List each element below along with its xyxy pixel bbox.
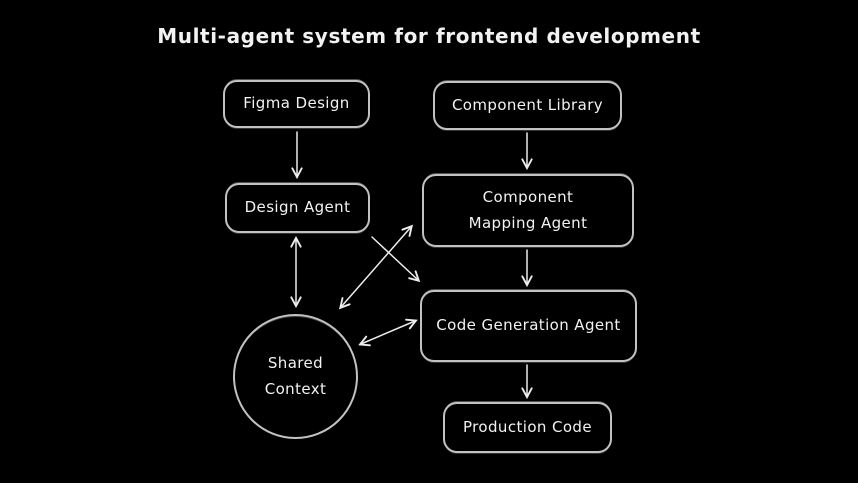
node-component-library-label: Component Library bbox=[451, 95, 604, 114]
node-code-generation-agent-label: Code Generation Agent bbox=[436, 316, 621, 335]
node-component-library: Component Library bbox=[433, 81, 622, 130]
edge-shared-context-code-generation-agent-bidirectional bbox=[358, 318, 418, 347]
node-component-mapping-agent: Component Mapping Agent bbox=[422, 174, 634, 247]
node-code-generation-agent: Code Generation Agent bbox=[420, 290, 637, 362]
edge-design-agent-to-code-generation-agent bbox=[371, 236, 421, 283]
node-production-code-label: Production Code bbox=[463, 417, 592, 436]
node-component-mapping-agent-label: Component Mapping Agent bbox=[468, 188, 588, 232]
node-figma-design-label: Figma Design bbox=[243, 94, 350, 113]
node-shared-context: Shared Context bbox=[233, 314, 358, 439]
edge-shared-context-component-mapping-agent-bidirectional bbox=[338, 224, 414, 310]
node-figma-design: Figma Design bbox=[223, 80, 370, 128]
node-design-agent: Design Agent bbox=[225, 183, 370, 233]
node-shared-context-label: Shared Context bbox=[264, 354, 327, 398]
diagram-title: Multi-agent system for frontend developm… bbox=[157, 24, 701, 48]
node-production-code: Production Code bbox=[443, 402, 612, 453]
node-design-agent-label: Design Agent bbox=[244, 198, 351, 217]
